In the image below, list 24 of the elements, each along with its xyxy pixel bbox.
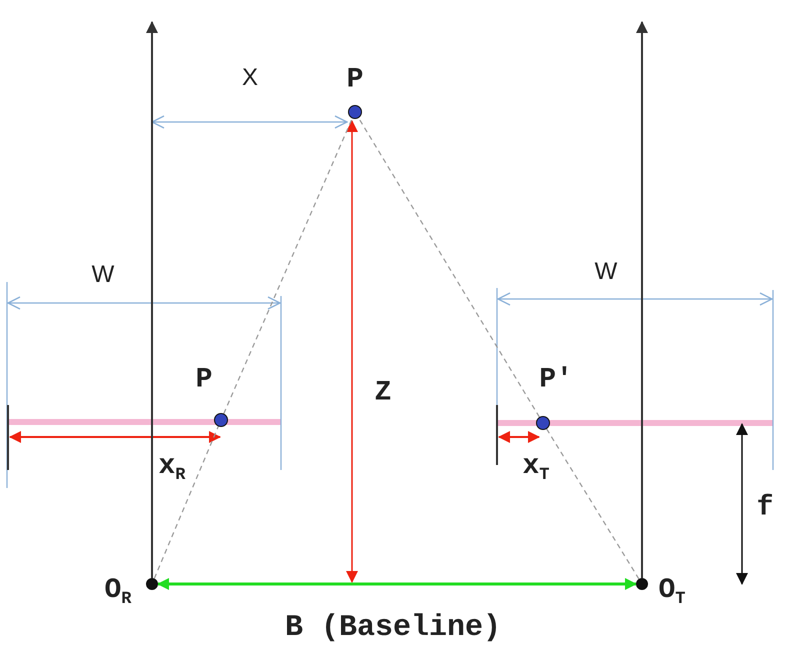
baseline-arrow bbox=[157, 578, 637, 590]
dimension-label: x$_{T}$ bbox=[522, 451, 550, 485]
dimension-label: W bbox=[92, 261, 114, 289]
dimension-label: X bbox=[242, 64, 258, 92]
point-label: O$_{T}$ bbox=[658, 575, 686, 609]
projection-line bbox=[546, 428, 640, 580]
point-label: O$_{R}$ bbox=[104, 575, 132, 609]
point-marker bbox=[146, 578, 158, 590]
point-marker bbox=[636, 578, 648, 590]
point-marker bbox=[214, 413, 228, 427]
optical-axis-arrow bbox=[636, 21, 648, 578]
projection-line bbox=[223, 118, 353, 414]
projection-line bbox=[154, 426, 219, 579]
point-label: P bbox=[346, 64, 364, 96]
optical-axis-arrow bbox=[146, 21, 158, 578]
point-marker bbox=[536, 416, 550, 430]
point-label: P′ bbox=[539, 364, 573, 396]
dimension-label: x$_{R}$ bbox=[158, 451, 186, 485]
dimension-label: f bbox=[756, 492, 774, 524]
projection-line bbox=[358, 118, 540, 418]
dimension-label: W bbox=[594, 258, 618, 286]
point-marker bbox=[348, 105, 362, 119]
dimension-label: Z bbox=[374, 378, 392, 408]
point-label: P bbox=[196, 364, 212, 396]
